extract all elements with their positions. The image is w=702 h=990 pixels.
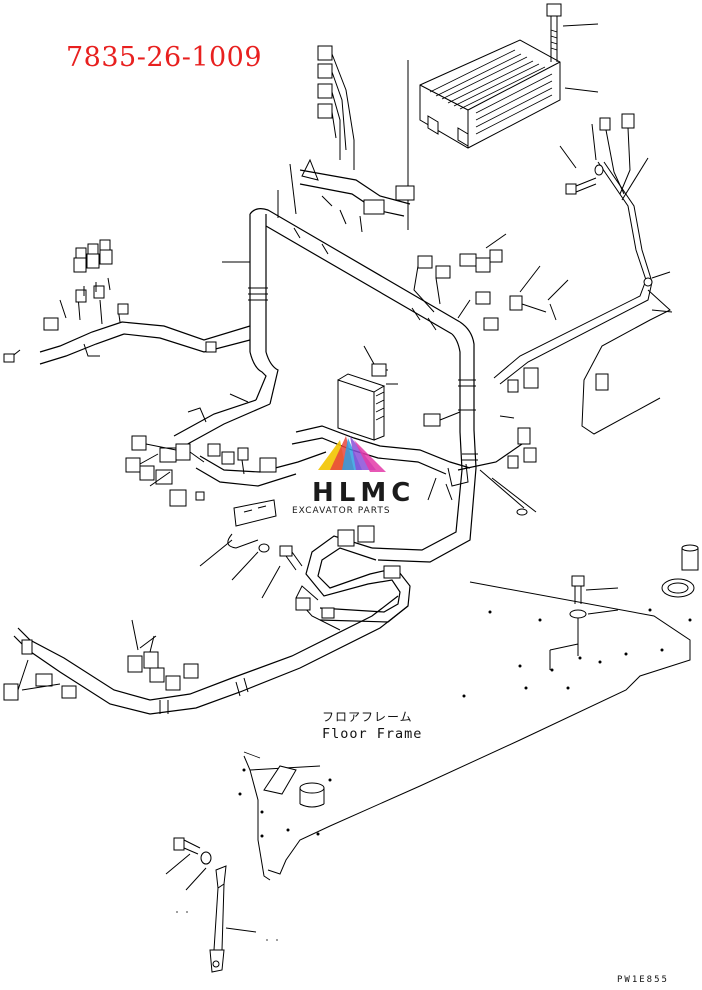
side-cable xyxy=(493,113,673,435)
bolt-icon xyxy=(546,3,562,62)
watermark-subtitle: EXCAVATOR PARTS xyxy=(292,506,391,516)
bracket-assembly xyxy=(199,499,303,599)
relay-group xyxy=(73,239,113,296)
top-connector-stack xyxy=(299,45,415,233)
part-number: 7835-26-1009 xyxy=(66,42,263,73)
hlmc-logo xyxy=(318,436,386,472)
controller-unit xyxy=(419,39,561,149)
floor-frame xyxy=(238,544,699,881)
ground-strap xyxy=(165,837,278,973)
left-harness-branch xyxy=(3,285,251,365)
right-connectors xyxy=(413,233,569,331)
long-harness xyxy=(3,595,409,715)
floor-frame-label-en: Floor Frame xyxy=(322,726,423,742)
floor-frame-label-jp: フロアフレーム xyxy=(322,710,413,724)
floor-bolt-icon xyxy=(549,575,619,670)
switch-module xyxy=(337,345,461,441)
harness-frame xyxy=(173,208,478,563)
watermark-name: HLMC xyxy=(312,478,416,508)
lower-harness xyxy=(295,525,411,631)
drawing-reference: PW1E855 xyxy=(617,975,669,985)
small-bolt-icon xyxy=(559,123,604,195)
left-connector-cluster xyxy=(125,393,249,507)
